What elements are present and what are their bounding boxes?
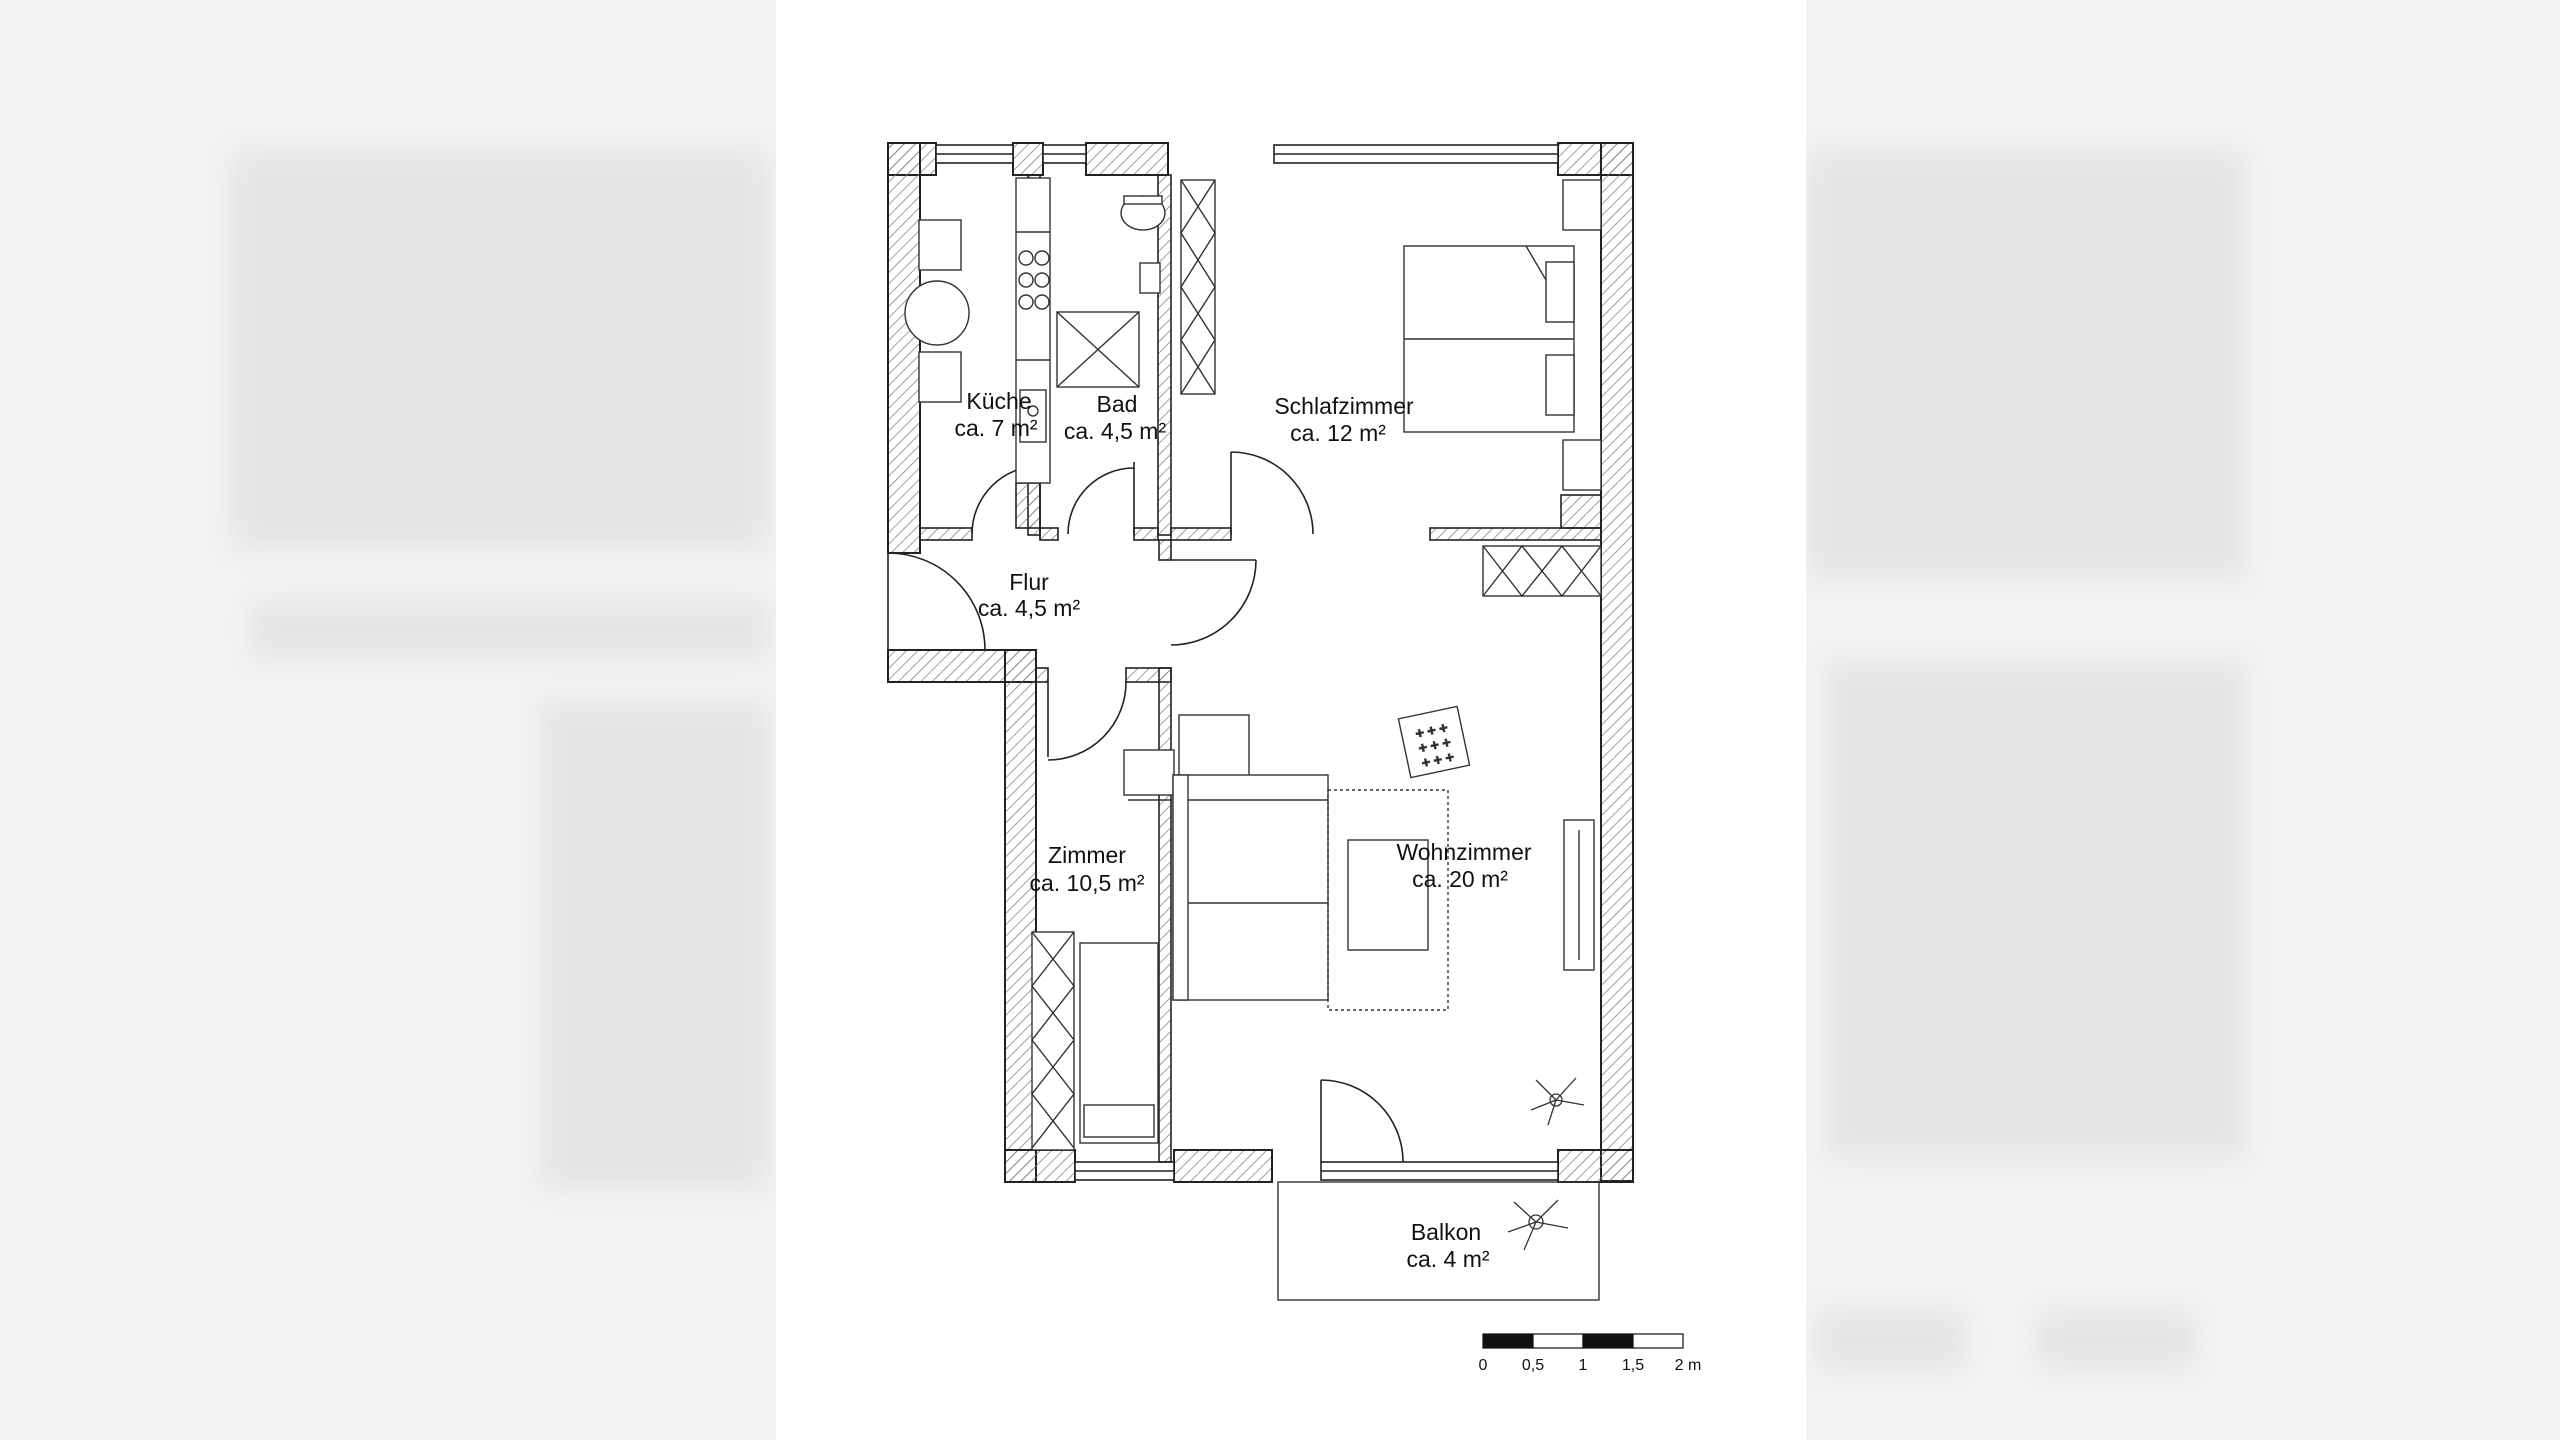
scale-labels: 0 0,5 1 1,5 2 m <box>1479 1357 1702 1374</box>
svg-text:+ + +: + + + <box>1417 734 1452 756</box>
cushion <box>1397 705 1471 779</box>
bathroom-sink <box>1139 262 1161 294</box>
room-name: Flur <box>1009 569 1049 595</box>
room-name: Wohnzimmer <box>1396 839 1531 865</box>
desk-chair <box>1123 749 1175 796</box>
scale-label: 1 <box>1579 1357 1588 1374</box>
scale-label: 2 m <box>1675 1357 1702 1374</box>
doors <box>887 451 1404 1163</box>
room-area: ca. 4,5 m² <box>1064 418 1167 444</box>
room-label-schlafzimmer: Schlafzimmer ca. 12 m² <box>1274 393 1414 446</box>
kitchen-chair <box>918 219 962 271</box>
room-name: Schlafzimmer <box>1274 393 1414 419</box>
room-area: ca. 12 m² <box>1290 420 1386 446</box>
room-label-zimmer: Zimmer ca. 10,5 m² <box>1029 842 1144 896</box>
room-name: Bad <box>1097 391 1138 417</box>
scale-bar <box>1482 1333 1684 1349</box>
room-area: ca. 20 m² <box>1412 866 1508 892</box>
floor-plan-panel: + + + + + + + + + Küche ca. 7 m² Bad ca. <box>776 0 1806 1440</box>
coffee-table <box>1347 839 1429 951</box>
wardrobe <box>1031 931 1075 1151</box>
room-area: ca. 4 m² <box>1406 1246 1489 1272</box>
scale-label: 1,5 <box>1622 1357 1644 1374</box>
sofa <box>1172 774 1329 1001</box>
room-label-flur: Flur ca. 4,5 m² <box>978 569 1081 621</box>
room-area: ca. 7 m² <box>954 415 1037 441</box>
scale-segment <box>1482 1333 1534 1349</box>
room-name: Küche <box>966 388 1031 414</box>
furniture: + + + + + + + + + <box>904 177 1602 1151</box>
kitchen-chair <box>918 351 962 403</box>
scale-label: 0 <box>1479 1357 1488 1374</box>
scale-segment <box>1582 1333 1634 1349</box>
plant-icon <box>1507 1199 1569 1251</box>
scale-segment <box>1532 1333 1584 1349</box>
svg-text:+ + +: + + + <box>1414 719 1449 741</box>
plant-icon <box>1530 1077 1585 1126</box>
room-label-kueche: Küche ca. 7 m² <box>954 388 1037 441</box>
room-label-bad: Bad ca. 4,5 m² <box>1064 391 1167 444</box>
scale-label: 0,5 <box>1522 1357 1544 1374</box>
balcony-outline <box>1277 1181 1600 1301</box>
kitchen-table <box>904 280 970 346</box>
room-label-balkon: Balkon ca. 4 m² <box>1406 1219 1489 1272</box>
room-area: ca. 4,5 m² <box>978 595 1081 621</box>
room-name: Balkon <box>1411 1219 1481 1245</box>
scale-segment <box>1632 1333 1684 1349</box>
room-area: ca. 10,5 m² <box>1029 870 1144 896</box>
wardrobe <box>1180 179 1216 395</box>
svg-text:+ + +: + + + <box>1420 748 1455 770</box>
floor-plan-drawing: + + + + + + + + + Küche ca. 7 m² Bad ca. <box>887 142 1702 1374</box>
rug <box>1327 789 1449 1011</box>
windows <box>935 144 1559 1181</box>
blurred-background-right <box>1806 0 2560 1440</box>
room-name: Zimmer <box>1048 842 1126 868</box>
room-label-wohnzimmer: Wohnzimmer ca. 20 m² <box>1396 839 1531 892</box>
outer-walls <box>887 142 1634 1183</box>
blurred-background-left <box>0 0 776 1440</box>
